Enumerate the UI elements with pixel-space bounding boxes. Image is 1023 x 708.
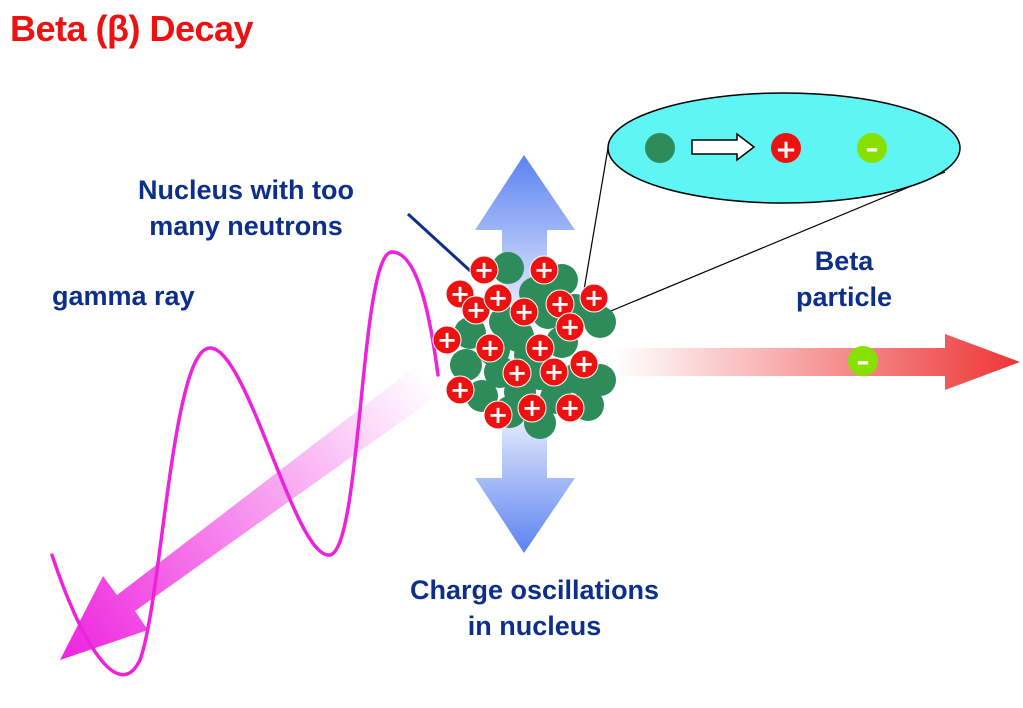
proton-plus-sign: + — [488, 284, 508, 312]
hollow-right-arrow-icon — [691, 132, 756, 162]
neutron-icon — [645, 133, 675, 163]
proton — [555, 312, 585, 342]
oscillation-arrow-up — [475, 155, 575, 330]
proton-icon — [771, 133, 801, 163]
proton-plus-sign: + — [437, 326, 457, 354]
neutron — [584, 306, 616, 338]
proton-plus-sign: + — [488, 401, 508, 429]
proton — [525, 333, 555, 363]
neutron — [492, 252, 524, 284]
oscillation-label: Charge oscillations in nucleus — [410, 572, 659, 644]
proton — [569, 349, 599, 379]
proton — [469, 255, 499, 285]
proton-plus-sign: + — [474, 256, 494, 284]
proton — [502, 358, 532, 388]
electron-icon — [857, 133, 887, 163]
neutron — [450, 349, 482, 381]
proton — [445, 375, 475, 405]
proton-plus-sign: + — [574, 350, 594, 378]
proton-plus-sign: + — [560, 394, 580, 422]
zoom-line-top — [583, 147, 609, 291]
gamma-ray-label: gamma ray — [52, 281, 195, 311]
proton — [483, 283, 513, 313]
beta-particle-arrow — [615, 334, 1020, 390]
beta-electron-icon — [848, 346, 878, 376]
beta-particle-label-line-1: Beta — [814, 246, 874, 276]
proton — [517, 393, 547, 423]
nucleus-label: Nucleus with too many neutrons — [138, 172, 354, 244]
gamma-ray-wave — [50, 250, 440, 677]
proton-plus-sign: + — [550, 290, 570, 318]
proton — [579, 283, 609, 313]
proton-plus-sign: + — [507, 359, 527, 387]
beta-particle-label-line-2: particle — [796, 282, 893, 312]
proton — [529, 255, 559, 285]
proton — [432, 325, 462, 355]
zoom-line-bottom — [593, 171, 946, 319]
nucleus-label-line-2: many neutrons — [149, 211, 343, 241]
proton-plus-sign: + — [544, 358, 564, 386]
proton-plus-sign: + — [534, 256, 554, 284]
nucleus-cluster: +++++++++++++++++++ — [432, 252, 616, 439]
proton — [483, 400, 513, 430]
oscillation-label-line-2: in nucleus — [467, 611, 602, 641]
proton — [475, 333, 505, 363]
proton-plus-sign: + — [775, 135, 797, 165]
gamma-ray-arrow — [60, 363, 440, 660]
proton — [539, 357, 569, 387]
beta-electron-minus-sign: – — [857, 347, 870, 377]
proton-plus-sign: + — [522, 394, 542, 422]
nucleus-pointer-line — [406, 212, 480, 280]
proton-plus-sign: + — [466, 296, 486, 324]
oscillation-arrow-down — [475, 400, 575, 553]
proton-plus-sign: + — [480, 334, 500, 362]
proton — [509, 297, 539, 327]
proton-plus-sign: + — [514, 298, 534, 326]
proton-plus-sign: + — [584, 284, 604, 312]
proton — [555, 393, 585, 423]
page-title: Beta (β) Decay — [10, 8, 254, 49]
oscillation-label-line-1: Charge oscillations — [410, 575, 660, 605]
proton-plus-sign: + — [530, 334, 550, 362]
proton-plus-sign: + — [450, 376, 470, 404]
beta-particle-label: Beta particle — [796, 243, 892, 315]
proton-plus-sign: + — [560, 313, 580, 341]
electron-minus-sign: – — [866, 134, 879, 164]
nucleus-label-line-1: Nucleus with too — [138, 175, 354, 205]
